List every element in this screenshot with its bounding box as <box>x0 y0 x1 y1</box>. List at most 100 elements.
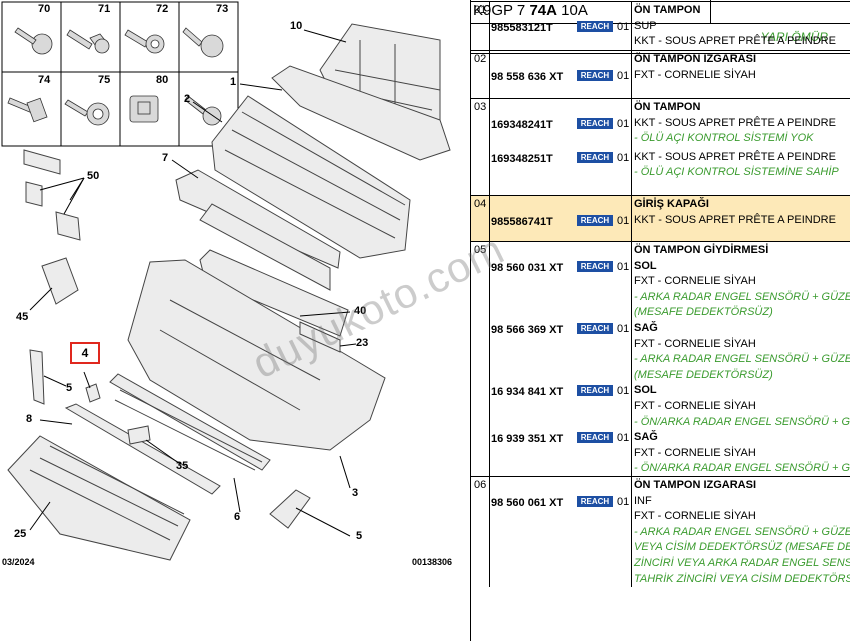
section-number: 04 <box>474 198 487 210</box>
compatibility-note: TAHRİK ZİNCİRİ VEYA CİSİM DEDEKTÖRS <box>634 572 850 585</box>
diagram-date: 03/2024 <box>2 557 35 567</box>
callout-74: 74 <box>38 74 51 86</box>
column-divider <box>631 477 632 587</box>
quantity: 01 <box>617 69 630 82</box>
section-number: 02 <box>474 53 487 65</box>
part-description: KKT - SOUS APRET PRÊTE A PEINDRE <box>634 150 836 163</box>
reach-badge: REACH <box>577 385 613 397</box>
quantity: 01 <box>617 117 630 130</box>
reach-badge: REACH <box>577 323 613 334</box>
reach-badge: REACH <box>577 151 613 163</box>
part-description: INF <box>634 494 652 507</box>
column-divider <box>631 51 632 98</box>
reach-badge: REACH <box>577 214 613 226</box>
callout-5-left: 5 <box>66 382 73 394</box>
part-description: SOL <box>634 259 657 272</box>
callout-45: 45 <box>16 311 29 323</box>
part-description: FXT - CORNELIE SİYAH <box>634 68 756 81</box>
section-title: ÖN TAMPON <box>634 101 701 113</box>
callout-50: 50 <box>87 170 100 182</box>
callout-25: 25 <box>14 528 27 540</box>
ref-code-suffix: 10A <box>556 2 588 19</box>
quantity: 01 <box>617 214 630 227</box>
section-number: 05 <box>474 244 487 256</box>
ref-code-prefix: K9GP 7 <box>473 2 530 19</box>
callout-80: 80 <box>156 74 169 86</box>
part-description: FXT - CORNELIE SİYAH <box>634 275 756 288</box>
column-divider <box>489 242 490 476</box>
part-number[interactable]: 98 560 031 XT <box>491 261 564 274</box>
compatibility-note: (MESAFE DEDEKTÖRSÜZ) <box>634 368 773 381</box>
callout-72: 72 <box>156 3 169 15</box>
part-number[interactable]: 98 558 636 XT <box>491 70 564 83</box>
column-divider <box>489 196 490 241</box>
part-number[interactable]: 16 939 351 XT <box>491 433 564 446</box>
column-divider <box>631 242 632 476</box>
part-number[interactable]: 98 560 061 XT <box>491 496 564 509</box>
reach-badge: REACH <box>577 20 613 32</box>
screw-icons <box>7 27 224 126</box>
column-divider <box>489 99 490 195</box>
compatibility-note: - ÖN/ARKA RADAR ENGEL SENSÖRÜ + GÜ <box>634 462 850 475</box>
compatibility-note: (MESAFE DEDEKTÖRSÜZ) <box>634 306 773 319</box>
column-divider <box>631 196 632 241</box>
leader-lines <box>29 29 357 537</box>
fastener-grid <box>1 1 239 147</box>
section-title: ÖN TAMPON GİYDİRMESİ <box>634 244 769 256</box>
part-number[interactable]: 98 566 369 XT <box>491 324 564 336</box>
diagram-id: 00138306 <box>412 557 453 567</box>
part-number[interactable]: 985583121T <box>491 21 553 34</box>
subtitle-row: YARI ÖMÜR <box>471 24 850 54</box>
column-divider <box>489 2 490 50</box>
section-title: ÖN TAMPON <box>634 4 701 16</box>
reach-badge: REACH <box>577 432 613 444</box>
diagram-drawing <box>1 1 451 561</box>
section-title: ÖN TAMPON IZGARASI <box>634 53 757 65</box>
compatibility-note: - ÖLÜ AÇI KONTROL SİSTEMİ YOK <box>634 132 814 145</box>
reach-badge: REACH <box>577 260 613 272</box>
callout-10: 10 <box>290 20 303 32</box>
part-description: FXT - CORNELIE SİYAH <box>634 446 756 459</box>
callout-75: 75 <box>98 74 111 86</box>
quantity: 01 <box>617 432 630 445</box>
reach-badge: REACH <box>577 495 613 507</box>
part-description: FXT - CORNELIE SİYAH <box>634 337 756 350</box>
compatibility-note: - ARKA RADAR ENGEL SENSÖRÜ + GÜZE <box>634 353 850 366</box>
parts-table-panel: K9GP 7 74A 10A YARI ÖMÜR 01 ÖN TAMPON 9855… <box>470 0 850 641</box>
column-divider <box>631 99 632 195</box>
callout-2: 2 <box>184 93 191 105</box>
part-number[interactable]: 16 934 841 XT <box>491 386 564 399</box>
ref-code-bold: 74A <box>529 2 557 19</box>
subtitle: YARI ÖMÜR <box>760 30 828 44</box>
callout-7: 7 <box>162 152 169 164</box>
callout-70: 70 <box>38 3 51 15</box>
part-description: FXT - CORNELIE SİYAH <box>634 400 756 412</box>
callout-8: 8 <box>26 413 33 425</box>
part-description: KKT - SOUS APRET PRÊTE A PEINDRE <box>634 116 836 129</box>
column-divider <box>631 2 632 50</box>
part-number[interactable]: 169348241T <box>491 118 553 131</box>
quantity: 01 <box>617 20 630 33</box>
callout-3: 3 <box>352 487 359 499</box>
part-description: SOL <box>634 384 657 397</box>
callout-23: 23 <box>356 337 369 349</box>
part-description: KKT - SOUS APRET PRÊTE A PEINDRE <box>634 213 836 226</box>
compatibility-note: - ÖN/ARKA RADAR ENGEL SENSÖRÜ + GÜ <box>634 415 850 428</box>
quantity: 01 <box>617 260 630 273</box>
compatibility-note: - ARKA RADAR ENGEL SENSÖRÜ + GÜZE <box>634 525 850 538</box>
callout-71: 71 <box>98 3 111 15</box>
section-title: ÖN TAMPON IZGARASI <box>634 479 757 491</box>
quantity: 01 <box>617 323 630 335</box>
part-number[interactable]: 985586741T <box>491 215 553 228</box>
compatibility-note: VEYA CİSİM DEDEKTÖRSÜZ (MESAFE DE <box>634 541 850 554</box>
quantity: 01 <box>617 151 630 164</box>
callout-40: 40 <box>354 305 367 317</box>
part-number[interactable]: 169348251T <box>491 152 553 165</box>
compatibility-note: - ÖLÜ AÇI KONTROL SİSTEMİNE SAHİP <box>634 166 839 179</box>
quantity: 01 <box>617 495 630 508</box>
